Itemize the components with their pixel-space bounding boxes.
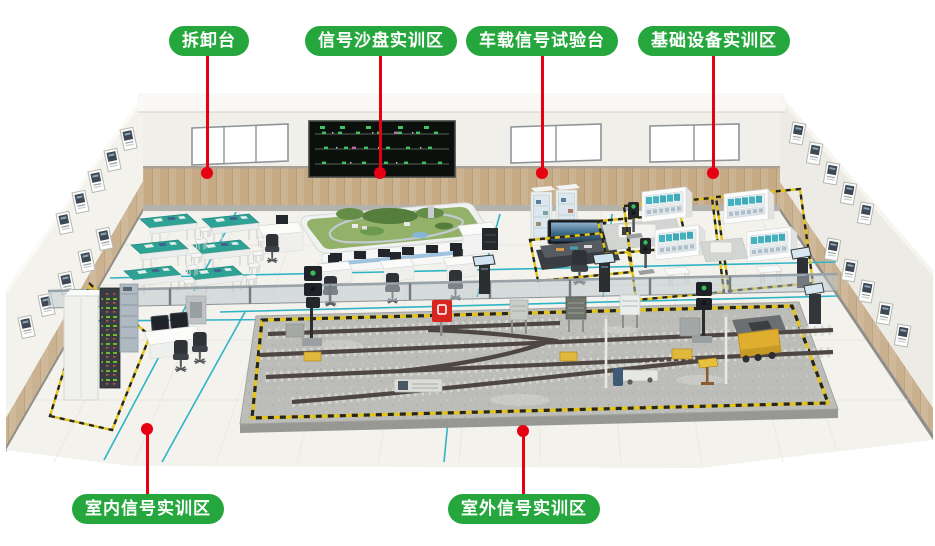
sandbox-tower [428,206,434,218]
track-device-right [613,368,659,386]
callout-basic-equipment-label: 基础设备实训区 [651,31,777,51]
onboard-signal-test-station [457,184,690,286]
track-signal-left [285,266,322,346]
right-wall-baseboard [780,208,933,440]
callout-outdoor-signal: 室外信号实训区 [448,494,600,524]
connector-basic-equipment-dot [707,167,719,179]
partition-end-kiosk [803,282,825,324]
server-rack-dark [99,287,121,389]
callout-basic-equipment: 基础设备实训区 [638,26,790,56]
signal-training-console [654,224,706,261]
cornice [138,93,785,112]
white-poles [604,316,728,388]
rail-trolley [732,315,786,363]
back-wall-windows [191,123,740,166]
yellow-stand [697,357,719,385]
callout-disassembly-label: 拆卸台 [182,31,236,51]
workstation-desk [143,311,203,360]
callout-onboard-signal: 车载信号试验台 [466,26,618,56]
trackside-phone-box [432,300,452,336]
trackside-sign-gray [509,299,529,334]
callout-onboard-signal-label: 车载信号试验台 [479,31,605,51]
server-cabinet-white [63,290,104,401]
right-wall-wood-panel [780,182,933,440]
trackside-sign-white [619,294,641,328]
callout-indoor-signal-label: 室内信号实训区 [85,499,211,519]
callout-outdoor-signal-label: 室外信号实训区 [461,499,587,519]
signal-training-console [723,188,775,225]
window-middle [510,123,602,164]
connector-onboard-dot [536,167,548,179]
window-left [191,123,289,166]
signal-training-console [641,186,693,223]
sandbox-operator-desks [317,249,478,307]
wall-kiosk [790,246,812,288]
track-signal-right [679,282,712,343]
equipment-trolley [482,228,498,250]
connector-disassembly-line [205,56,209,173]
server-rack-gray [119,283,139,353]
callout-sandbox-label: 信号沙盘实训区 [318,31,444,51]
connector-sandbox-line [378,56,382,173]
connector-basic-equipment-line [711,56,715,173]
connector-outdoor-dot [517,425,529,437]
connector-sandbox-dot [374,167,386,179]
connector-indoor-line [145,429,149,494]
callout-indoor-signal: 室内信号实训区 [72,494,224,524]
connector-indoor-dot [141,423,153,435]
signal-training-console [746,226,798,263]
sandbox-pond [412,232,428,238]
callout-disassembly: 拆卸台 [169,26,249,56]
connector-disassembly-dot [201,167,213,179]
window-right [649,123,740,163]
partition-cabinet [184,290,208,325]
instructor-desk [257,215,304,264]
trackside-sign-dark [565,296,587,332]
connector-outdoor-line [521,431,525,494]
connector-onboard-line [540,56,544,173]
equipment-mat [699,237,749,263]
track-device-left [393,378,443,393]
outdoor-track-platform [239,266,839,433]
point-machines [303,348,693,362]
callout-sandbox: 信号沙盘实训区 [305,26,457,56]
signal-sandbox-table [300,202,490,275]
indoor-signal-area [48,281,209,432]
